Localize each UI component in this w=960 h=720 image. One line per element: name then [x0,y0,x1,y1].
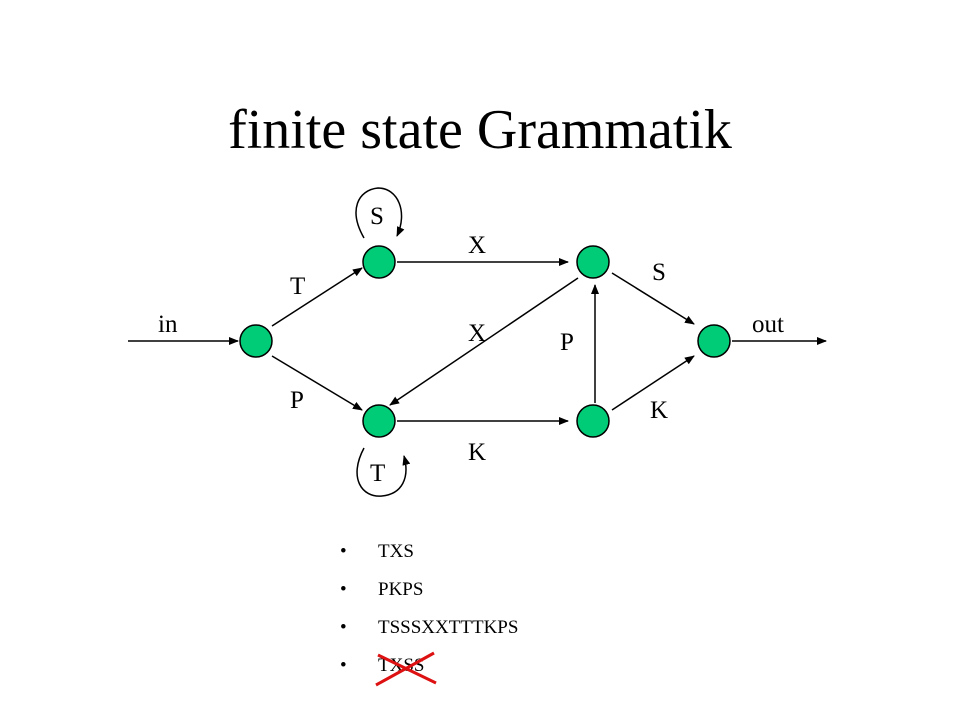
edge-label-s4-to-end: K [650,397,668,424]
slide-title: finite state Grammatik [228,99,732,161]
state-node-s2 [362,404,396,438]
list-item-rejected: • TXSS [340,651,518,692]
edge-label-s4-to-s3: P [560,329,574,356]
edge-label-s1-loop: S [370,203,384,230]
self-loop-s1 [355,187,405,239]
state-node-s3 [576,245,610,279]
example-string: TSSSXXTTTKPS [378,617,519,638]
state-node-start [239,324,273,358]
edge-label-s2-loop: T [370,460,385,487]
example-strings-list: • TXS • PKPS • TSSSXXTTTKPS • TXSS [340,540,518,692]
edge-s4-to-end [611,355,695,411]
list-item: • PKPS [340,578,518,616]
list-item: • TSSSXXTTTKPS [340,616,518,654]
bullet: • [340,655,347,676]
edge-s3-to-s2 [389,277,579,406]
edge-label-s2-to-s4: K [468,439,486,466]
edge-start-to-s2 [271,355,363,411]
example-string: PKPS [378,579,424,600]
example-string-rejected: TXSS [375,651,437,687]
state-node-s4 [576,404,610,438]
edge-label-start-to-s1: T [290,273,305,300]
edge-label-s3-to-s2: X [468,320,486,347]
edge-start-to-s1 [271,267,363,327]
state-diagram: in out S X T P X S P K K T [128,187,827,497]
output-label: out [752,311,784,338]
edge-label-s3-to-end: S [652,259,666,286]
bullet: • [340,579,347,600]
example-string: TXS [378,541,414,562]
state-node-s1 [362,245,396,279]
state-node-end [697,324,731,358]
input-label: in [158,311,178,338]
list-item: • TXS [340,540,518,578]
edge-label-start-to-s2: P [290,387,304,414]
edge-s3-to-end [611,272,695,325]
bullet: • [340,617,347,638]
edge-label-s1-to-s3: X [468,232,486,259]
cross-out-icon [375,651,437,687]
self-loop-s2 [356,447,411,497]
bullet: • [340,541,347,562]
